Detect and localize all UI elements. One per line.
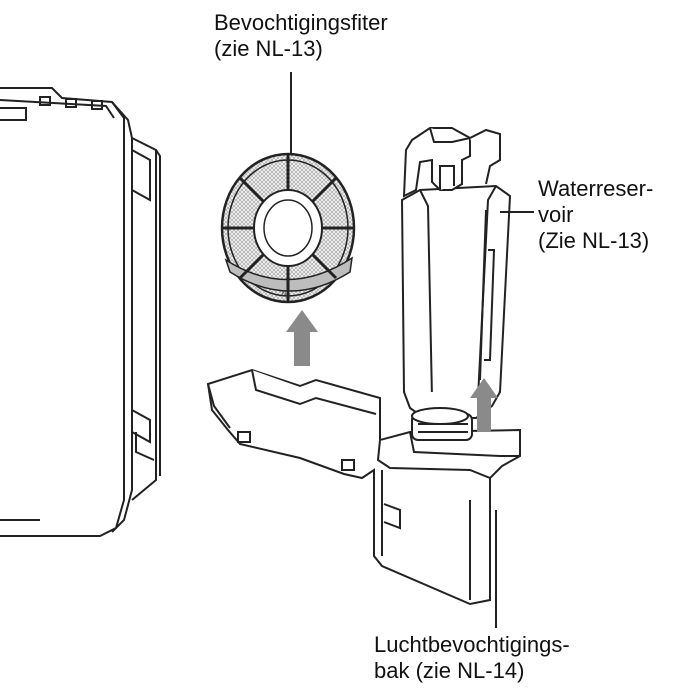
humidifier-filter-label-line2: (zie NL-13)	[214, 36, 323, 61]
humidifier-tray	[206, 368, 521, 606]
water-reservoir	[400, 127, 512, 441]
water-reservoir-label-line2: voir	[538, 202, 574, 227]
humidifier-filter: N	[220, 152, 356, 304]
leader-lines	[290, 72, 534, 628]
humidifier-tray-label-line1: Luchtbevochtigings-	[374, 632, 570, 657]
humidifier-filter-label-line1: Bevochtigingsfiter	[214, 10, 388, 35]
svg-text:N: N	[282, 292, 286, 298]
purifier-main-unit	[0, 87, 161, 537]
water-reservoir-label-line3: (Zie NL-13)	[538, 228, 650, 253]
reservoir-up-arrow	[470, 378, 498, 432]
filter-up-arrow	[286, 310, 318, 366]
water-reservoir-label: Waterreser- voir (Zie NL-13)	[538, 176, 653, 254]
humidifier-tray-label: Luchtbevochtigings- bak (zie NL-14)	[374, 632, 570, 684]
water-reservoir-label-line1: Waterreser-	[538, 176, 654, 201]
humidifier-filter-label: Bevochtigingsfiter (zie NL-13)	[214, 10, 388, 62]
humidifier-tray-label-line2: bak (zie NL-14)	[374, 658, 525, 683]
